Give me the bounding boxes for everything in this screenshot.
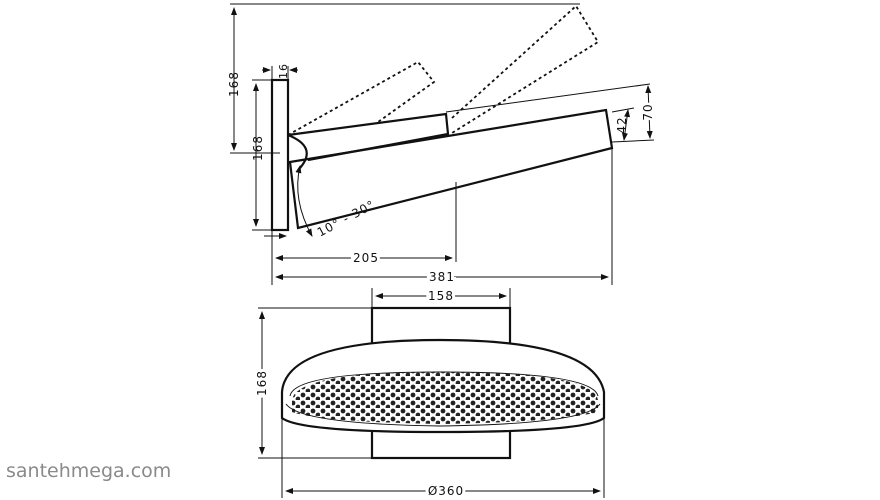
spray-face-lower-rim — [285, 403, 601, 427]
label-diameter: Ø360 — [428, 484, 464, 498]
ext-line-head-top — [445, 83, 651, 113]
watermark-text: santehmega.com — [6, 460, 171, 482]
label-42: 42 — [615, 116, 629, 133]
label-height-inner: 168 — [251, 135, 265, 161]
label-381: 381 — [429, 270, 455, 284]
spray-nozzles — [292, 372, 598, 424]
label-205: 205 — [353, 251, 379, 265]
label-tilt-range: 10° - 30° — [315, 197, 378, 239]
dim-arc-tilt — [295, 165, 313, 237]
side-view: 168 168 16 205 381 42 70 10° - 30° — [227, 3, 658, 287]
front-view: 158 168 Ø360 — [252, 286, 606, 500]
label-front-168: 168 — [255, 370, 269, 396]
label-70: 70 — [641, 103, 655, 120]
arm-position-max — [287, 60, 436, 136]
spray-face-rim — [289, 371, 599, 397]
label-158: 158 — [428, 289, 454, 303]
arm-position-mid — [451, 4, 600, 134]
ext-line-42-top — [611, 107, 635, 113]
ext-line-head-bottom — [611, 139, 655, 143]
dim-line-42 — [621, 109, 631, 141]
dim-line-70 — [645, 85, 653, 139]
label-plate-thickness: 16 — [277, 63, 290, 79]
pivot-joint — [287, 133, 308, 169]
wall-plate — [270, 78, 290, 232]
label-height-outer: 168 — [227, 71, 241, 97]
connector-arm — [287, 112, 450, 162]
